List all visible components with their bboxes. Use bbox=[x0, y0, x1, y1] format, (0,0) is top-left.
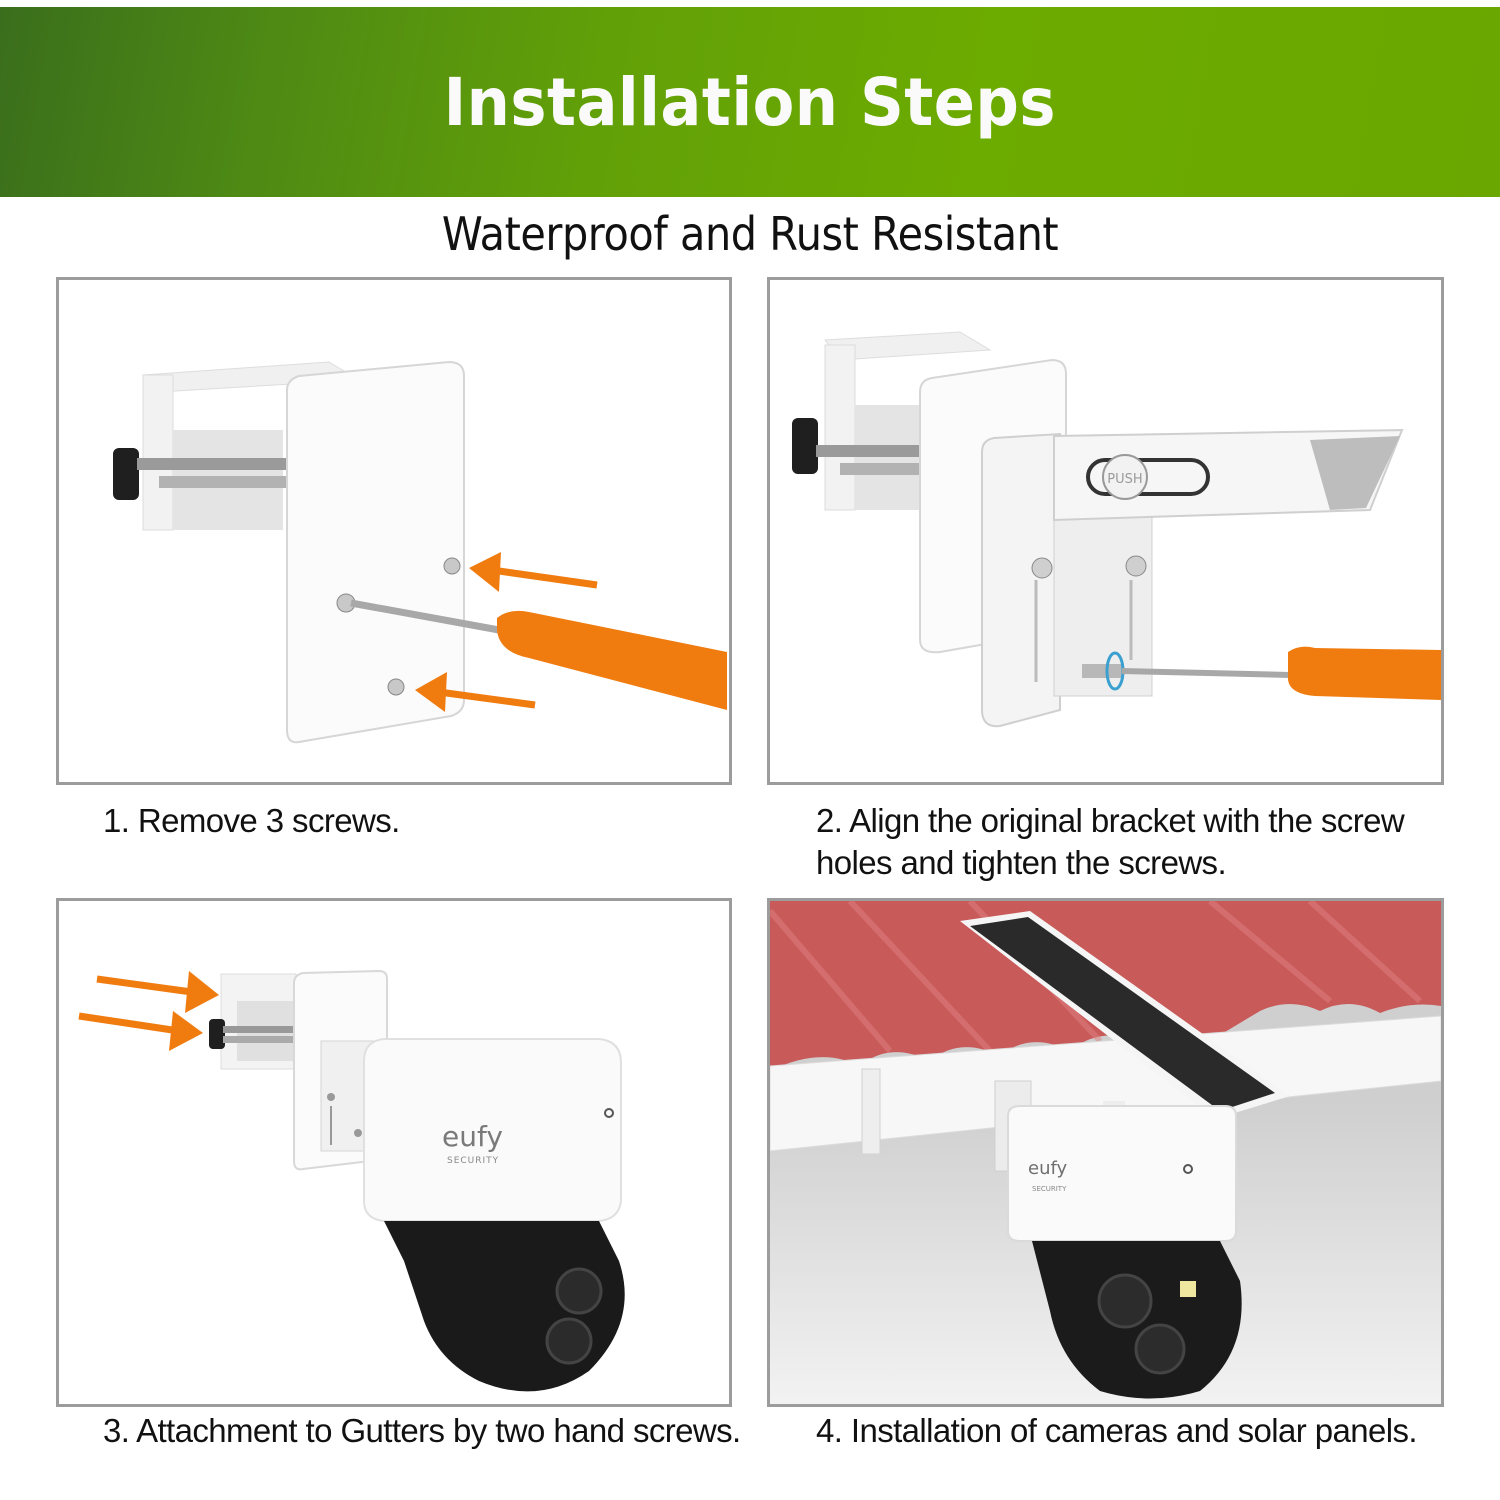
step-1-caption: 1. Remove 3 screws. bbox=[103, 802, 400, 839]
bracket-align-illustration: PUSH bbox=[792, 331, 1441, 728]
step-3-image: eufy SECURITY bbox=[56, 898, 732, 1407]
camera-clamp-illustration: eufy SECURITY bbox=[78, 969, 625, 1392]
title-banner: Installation Steps bbox=[0, 7, 1500, 197]
step-2-image: PUSH bbox=[767, 277, 1444, 785]
eufy-logo: eufy bbox=[1028, 1158, 1068, 1179]
step-3-caption: 3. Attachment to Gutters by two hand scr… bbox=[103, 1412, 741, 1449]
step-4-image: eufy SECURITY bbox=[767, 898, 1444, 1407]
clamp-remove-screws-illustration bbox=[113, 360, 727, 744]
page-title: Installation Steps bbox=[443, 63, 1057, 141]
step-2-caption: 2. Align the original bracket with the s… bbox=[816, 802, 1405, 881]
security-label: SECURITY bbox=[447, 1156, 499, 1166]
step-4-caption: 4. Installation of cameras and solar pan… bbox=[816, 1412, 1418, 1449]
subtitle: Waterproof and Rust Resistant bbox=[441, 207, 1059, 261]
security-label: SECURITY bbox=[1032, 1185, 1067, 1193]
solar-camera-installed-photo: eufy SECURITY bbox=[770, 901, 1441, 1399]
push-label: PUSH bbox=[1107, 472, 1142, 487]
step-1-image bbox=[56, 277, 732, 785]
eufy-logo: eufy bbox=[442, 1120, 503, 1153]
